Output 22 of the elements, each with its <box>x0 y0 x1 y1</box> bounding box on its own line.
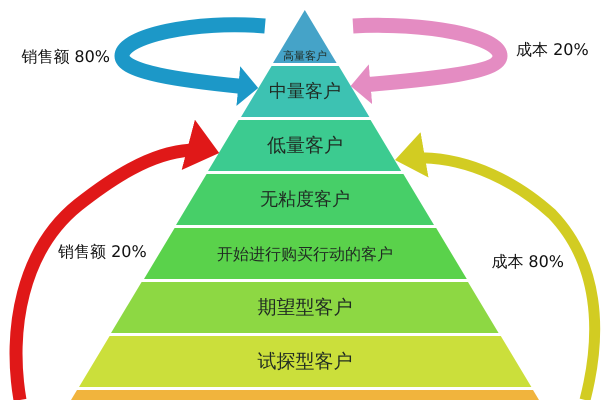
curved-arrow <box>394 134 600 400</box>
pyramid-tier <box>208 120 402 171</box>
pyramid-tier <box>78 336 532 387</box>
pyramid-tier <box>111 282 499 333</box>
tier-label: 无粘度客户 <box>260 188 350 210</box>
tier-label: 期望型客户 <box>257 296 352 319</box>
tier-label: 高量客户 <box>282 48 327 62</box>
pyramid-tier <box>240 66 370 117</box>
edge-label: 销售额 20% <box>56 242 149 262</box>
edge-label: 销售额 80% <box>19 47 112 67</box>
tier-label: 中量客户 <box>268 80 341 102</box>
pyramid-tier <box>71 390 539 400</box>
curved-arrow <box>350 18 508 104</box>
edge-label: 成本 20% <box>514 40 591 60</box>
tier-label: 试探型客户 <box>257 350 352 373</box>
tier-label: 开始进行购买行动的客户 <box>216 244 393 264</box>
pyramid-tier <box>176 174 434 225</box>
edge-label: 成本 80% <box>489 252 566 272</box>
tier-label: 低量客户 <box>266 134 343 157</box>
curved-arrow <box>114 17 266 106</box>
pyramid-tier <box>273 10 337 63</box>
curved-arrow <box>10 121 220 400</box>
